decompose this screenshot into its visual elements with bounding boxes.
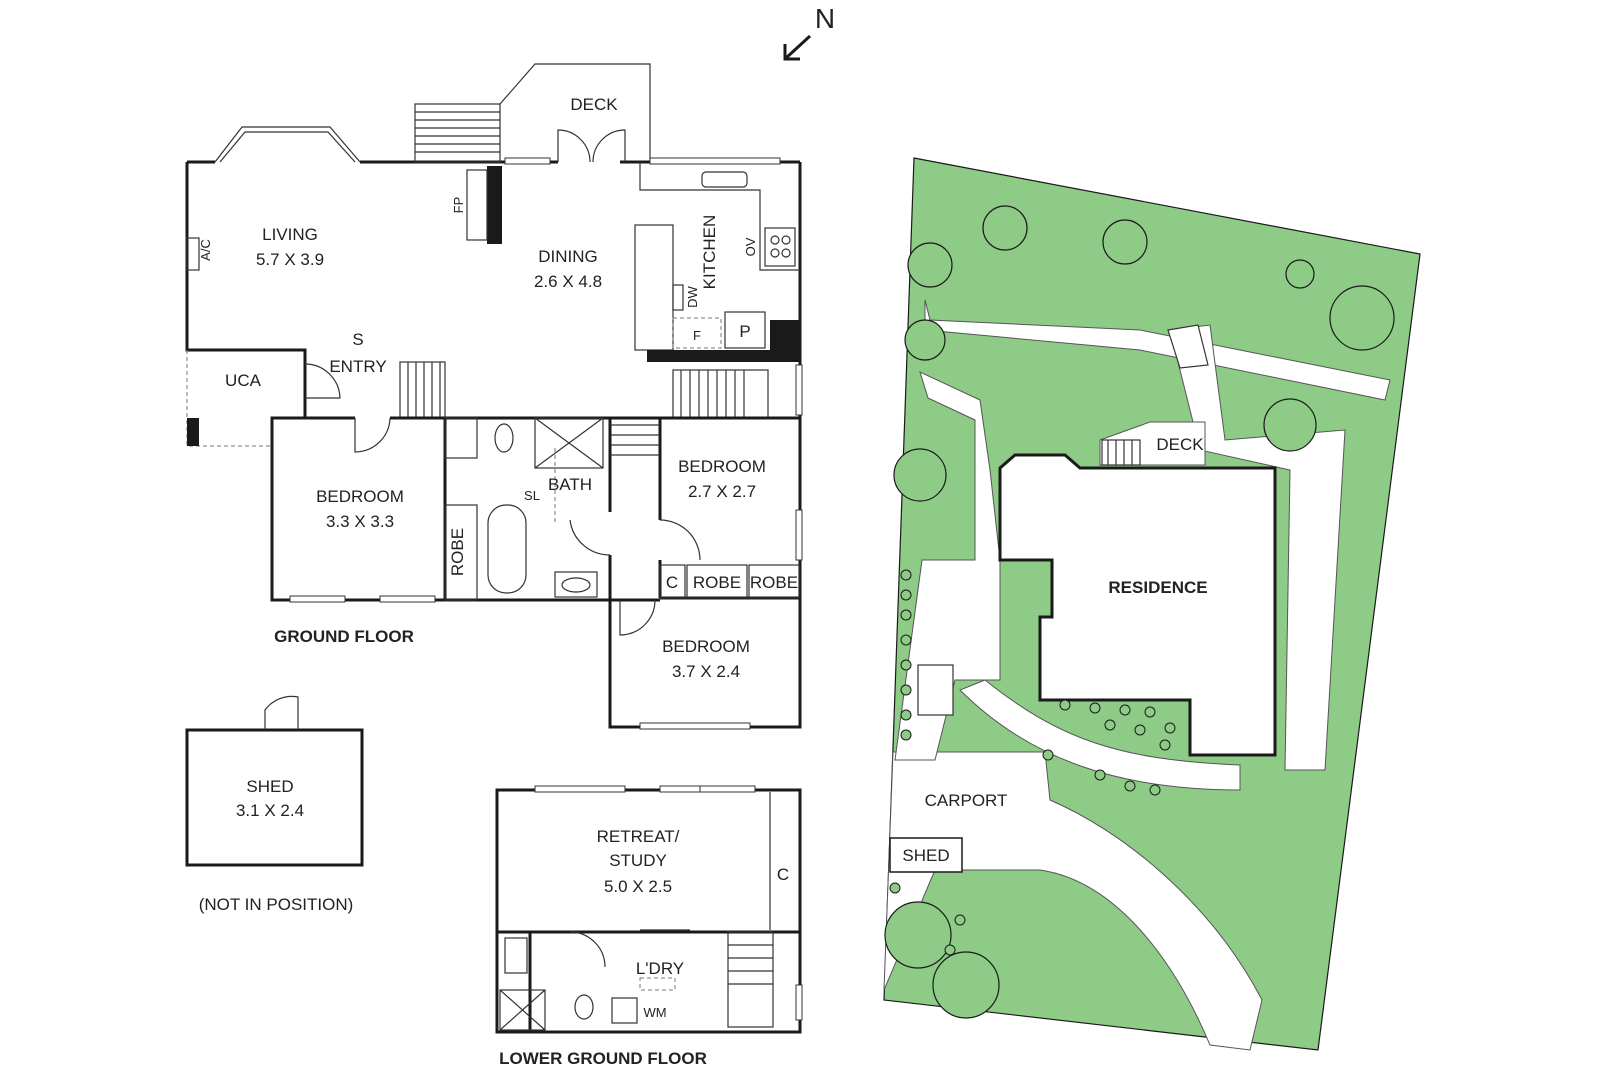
s-label: S [352, 330, 363, 349]
deck-label: DECK [570, 95, 618, 114]
shed-note: (NOT IN POSITION) [199, 895, 354, 914]
uca-label: UCA [225, 371, 262, 390]
entry-label: ENTRY [329, 357, 386, 376]
laundry-label: L'DRY [636, 959, 684, 978]
bedroom3-name: BEDROOM [662, 637, 750, 656]
shed-name: SHED [246, 777, 293, 796]
north-compass: N [783, 3, 835, 61]
bedroom2-name: BEDROOM [678, 457, 766, 476]
retreat-line2: STUDY [609, 851, 667, 870]
lower-ground-floor-plan: RETREAT/ STUDY 5.0 X 2.5 C L'DRY WM LOWE… [495, 785, 803, 1067]
bedroom1-name: BEDROOM [316, 487, 404, 506]
north-label: N [815, 3, 835, 34]
lower-ground-floor-title: LOWER GROUND FLOOR [499, 1049, 707, 1067]
ac-label: A/C [198, 239, 213, 261]
living-size: 5.7 X 3.9 [256, 250, 324, 269]
bath-label: BATH [548, 475, 592, 494]
site-shed-label: SHED [902, 846, 949, 865]
robe3-label: ROBE [750, 573, 798, 592]
bedroom1-size: 3.3 X 3.3 [326, 512, 394, 531]
shed-plan: SHED 3.1 X 2.4 (NOT IN POSITION) [185, 695, 364, 914]
site-deck-label: DECK [1156, 435, 1204, 454]
bedroom3-size: 3.7 X 2.4 [672, 662, 740, 681]
ov-label: OV [743, 237, 758, 256]
bedroom2-size: 2.7 X 2.7 [688, 482, 756, 501]
deck-stairs [415, 111, 500, 153]
ground-floor-plan: DECK FP A/C LIVING 5.7 X 3.9 DINING 2.6 … [185, 63, 803, 730]
kitchen-stairs [680, 370, 745, 418]
shed-size: 3.1 X 2.4 [236, 801, 304, 820]
dining-size: 2.6 X 4.8 [534, 272, 602, 291]
f-label: F [693, 328, 701, 343]
robe1-label: ROBE [448, 528, 467, 576]
residence-label: RESIDENCE [1108, 578, 1207, 597]
dining-name: DINING [538, 247, 598, 266]
entry-stairs [407, 362, 441, 418]
kitchen-label: KITCHEN [700, 215, 719, 290]
site-plan: RESIDENCE DECK CARPORT SHED [883, 157, 1421, 1051]
living-name: LIVING [262, 225, 318, 244]
site-trees [884, 205, 1395, 1019]
dw-label: DW [685, 285, 700, 307]
site-shrubs [889, 569, 1176, 956]
fp-label: FP [451, 197, 466, 214]
c-label: C [666, 573, 678, 592]
sl-label: SL [524, 488, 540, 503]
robe2-label: ROBE [693, 573, 741, 592]
wm-label: WM [643, 1005, 666, 1020]
ground-floor-title: GROUND FLOOR [274, 627, 414, 646]
p-label: P [739, 322, 750, 341]
retreat-line1: RETREAT/ [597, 827, 680, 846]
retreat-size: 5.0 X 2.5 [604, 877, 672, 896]
carport-label: CARPORT [925, 791, 1008, 810]
lower-c-label: C [777, 865, 789, 884]
